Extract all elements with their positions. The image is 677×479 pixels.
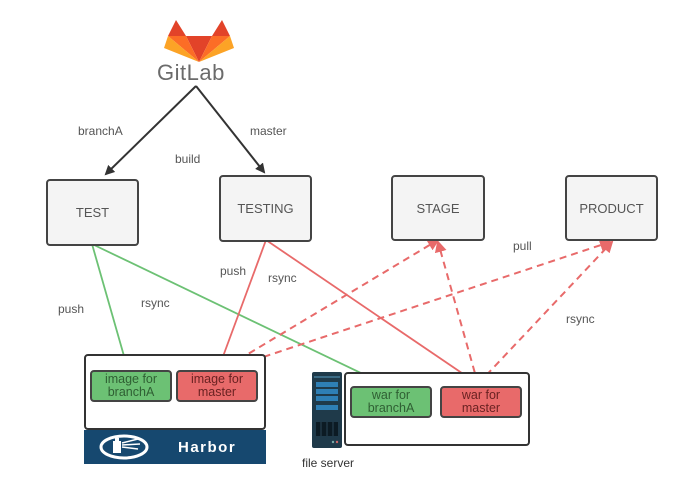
server-rack-icon (312, 372, 342, 448)
harbor-banner: Harbor (84, 430, 266, 464)
image-branchA-line2: branchA (107, 385, 155, 399)
edge-label-build: build (175, 152, 201, 166)
edge-gitlab-to-test (104, 85, 197, 176)
gitlab-logo: GitLab (157, 14, 240, 86)
war-master[interactable]: war for master (440, 386, 522, 418)
war-branchA[interactable]: war for branchA (350, 386, 432, 418)
edge-test-push-harbor (91, 243, 131, 372)
node-test-label: TEST (75, 205, 110, 220)
edge-label-pull: pull (513, 239, 532, 253)
harbor-wordmark: Harbor (178, 438, 237, 456)
war-master-line1: war for (461, 388, 501, 402)
edge-test-rsync-fileserver (91, 243, 390, 388)
node-testing-label: TESTING (237, 201, 294, 216)
node-stage[interactable]: STAGE (391, 175, 485, 241)
node-test[interactable]: TEST (46, 179, 139, 246)
edge-label-master: master (250, 124, 287, 138)
edge-testing-rsync-fileserver (265, 239, 480, 386)
node-product-label: PRODUCT (579, 200, 644, 216)
edge-label-test-rsync: rsync (141, 296, 170, 310)
edge-product-pull-harbor (217, 239, 612, 373)
war-branchA-line1: war for (371, 388, 411, 402)
edge-label-testing-push: push (220, 264, 247, 278)
node-product[interactable]: PRODUCT (565, 175, 658, 241)
gitlab-fox-icon (164, 20, 234, 62)
image-branchA[interactable]: image for branchA (90, 370, 172, 402)
image-master[interactable]: image for master (176, 370, 258, 402)
edge-label-test-push: push (58, 302, 85, 316)
image-branchA-line1: image for (104, 372, 158, 386)
file-server: war for branchA war for master (344, 372, 530, 446)
image-master-line2: master (197, 385, 237, 399)
edge-label-branchA: branchA (78, 124, 123, 138)
node-testing[interactable]: TESTING (219, 175, 312, 242)
harbor-lighthouse-icon (99, 434, 149, 460)
edge-label-rsync-right: rsync (566, 312, 595, 326)
edge-product-rsync-fileserver (477, 240, 614, 385)
edge-stage-rsync-fileserver (434, 240, 479, 385)
file-server-label: file server (302, 456, 355, 470)
harbor-registry: image for branchA image for master (84, 354, 266, 430)
edge-testing-push-harbor (215, 239, 267, 372)
edge-label-testing-rsync: rsync (268, 271, 297, 285)
gitlab-wordmark: GitLab (157, 60, 225, 85)
image-master-line1: image for (190, 372, 244, 386)
edge-gitlab-to-testing (195, 85, 266, 174)
node-stage-label: STAGE (416, 200, 460, 216)
war-branchA-line2: branchA (367, 401, 415, 415)
war-master-line2: master (461, 401, 501, 415)
edge-stage-pull-harbor (217, 238, 440, 373)
